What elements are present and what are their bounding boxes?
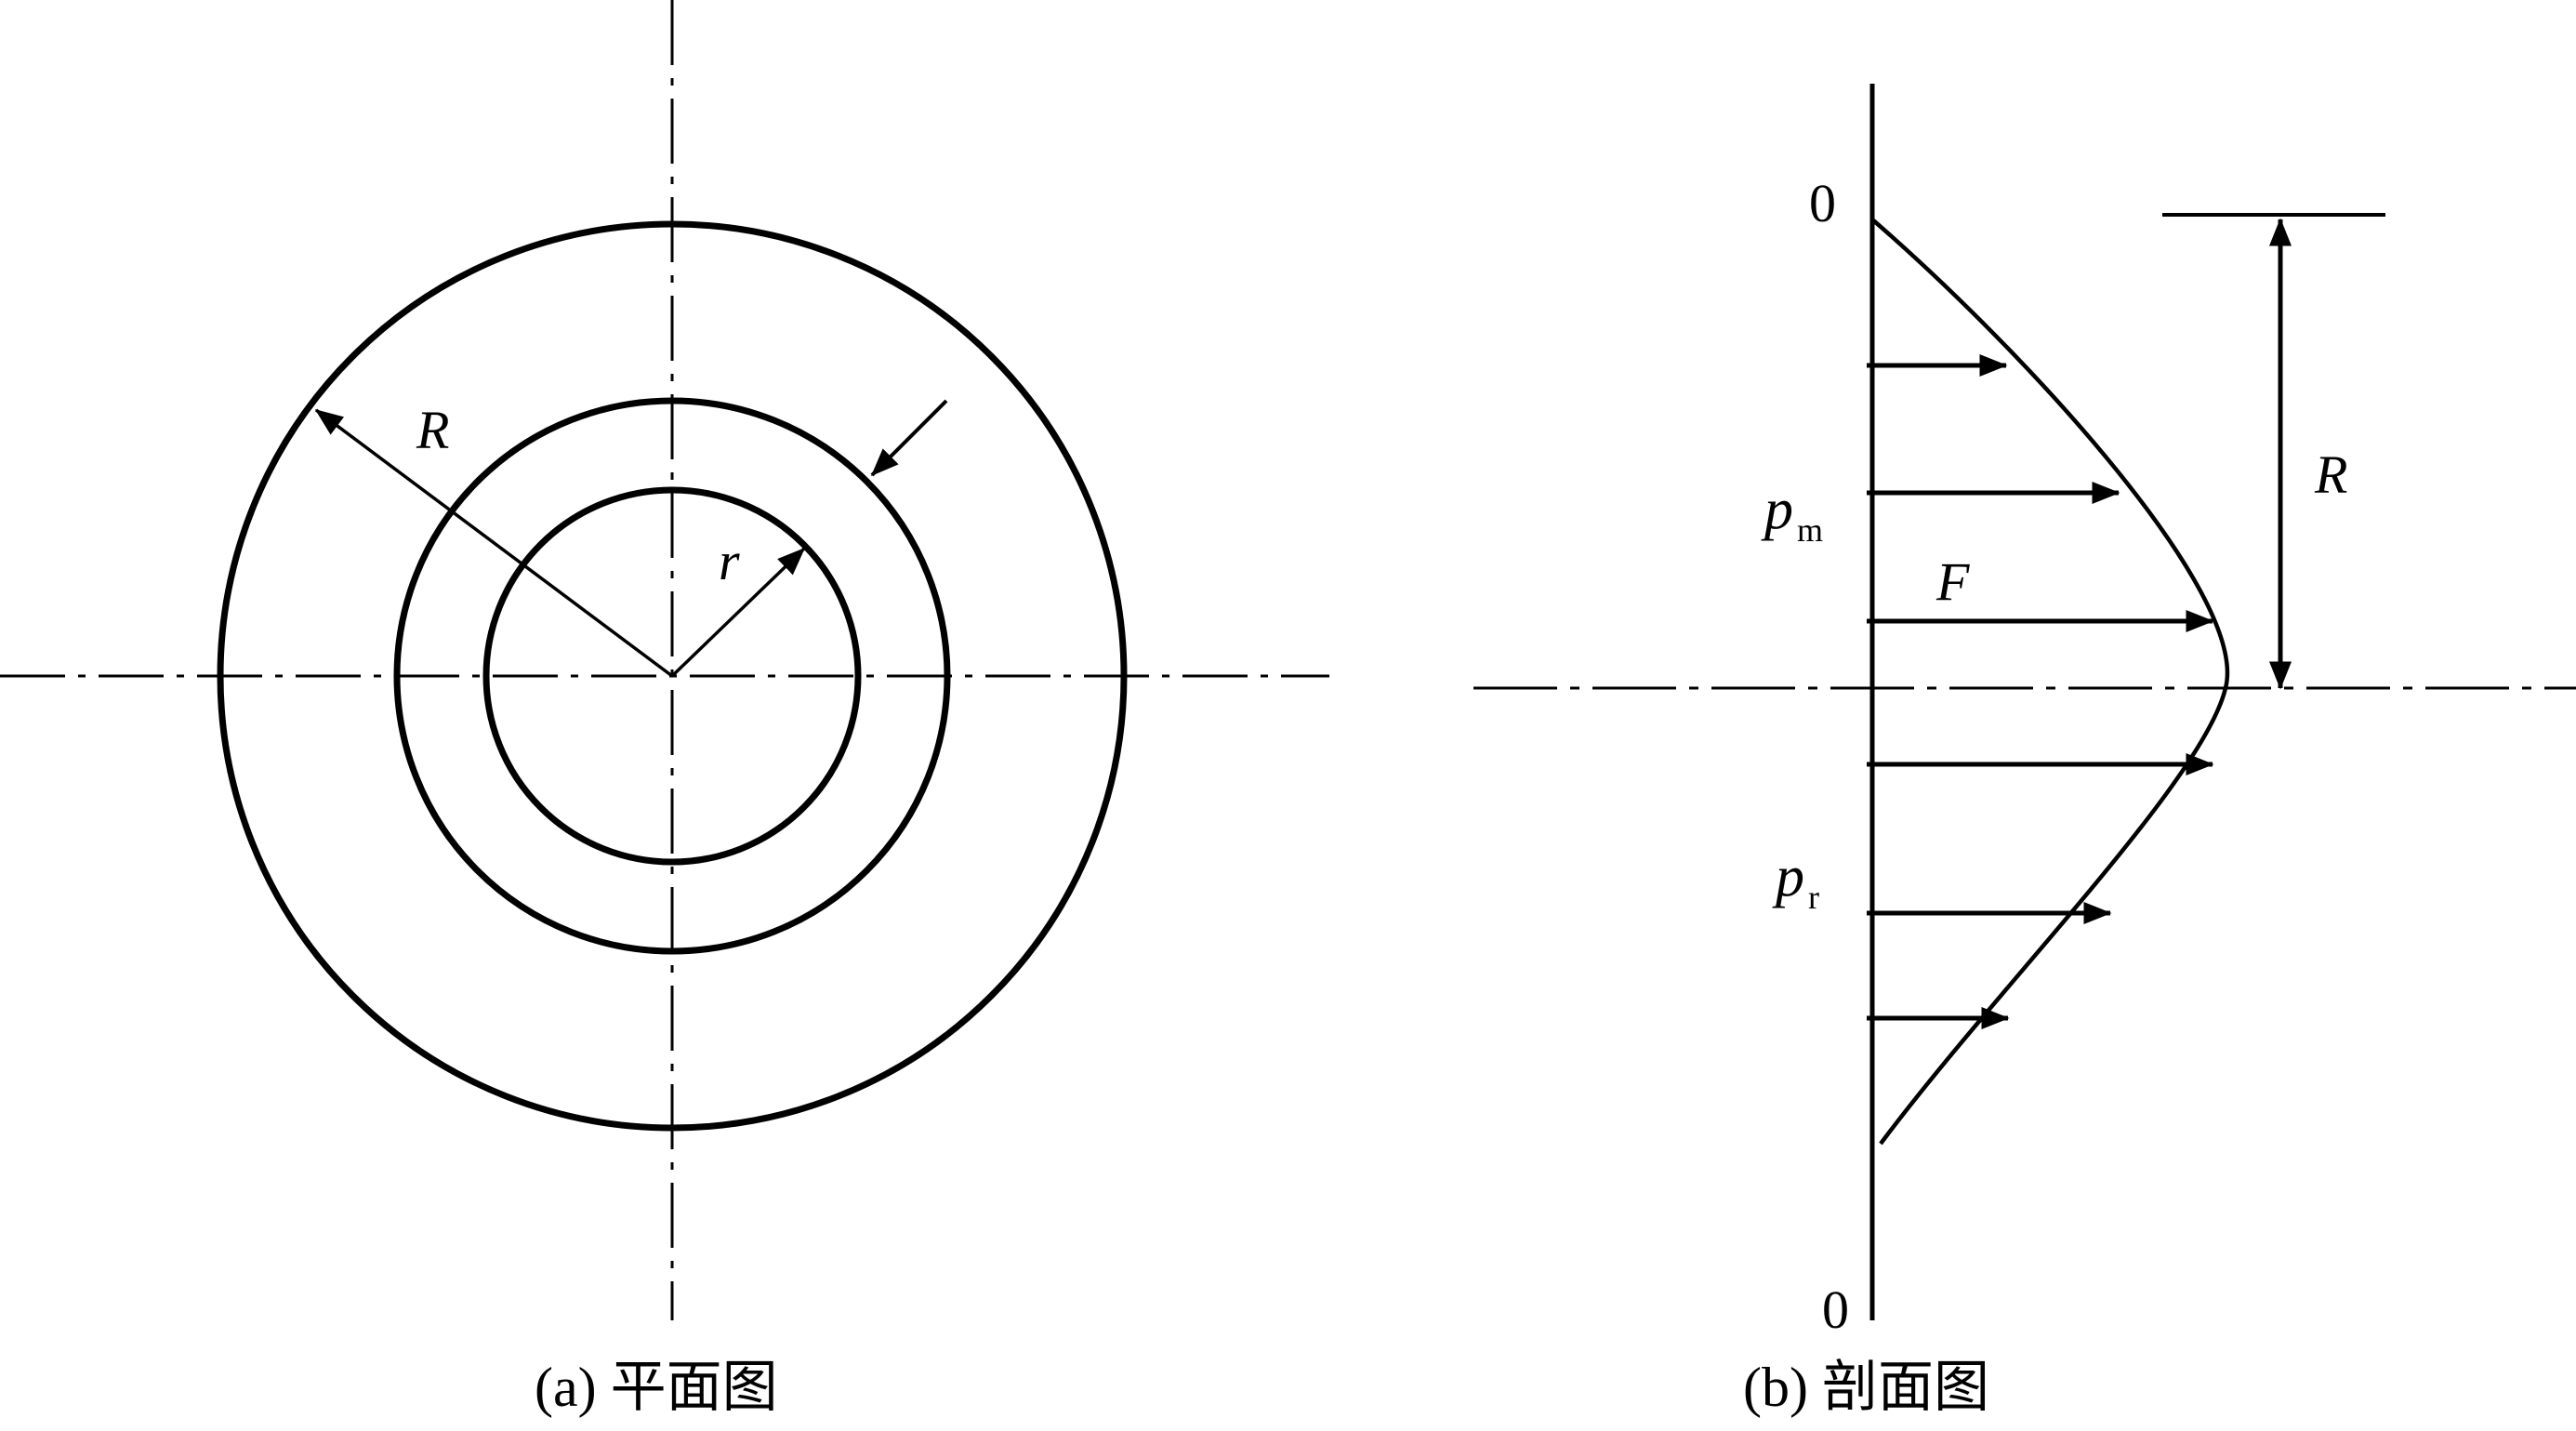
pm-label-base: p <box>1761 478 1793 541</box>
pressure-curve <box>1870 218 2230 1146</box>
inner-radius-arrow <box>670 547 806 678</box>
plan-view-caption: (a) 平面图 <box>535 1357 778 1418</box>
pr-label-base: p <box>1772 845 1804 908</box>
inner-radius-label: r <box>719 531 740 591</box>
pr-label-subscript: r <box>1808 879 1819 916</box>
middle-circle-pointer-arrow <box>870 399 948 477</box>
bottom-zero-label: 0 <box>1822 1279 1849 1340</box>
outer-radius-label: R <box>416 400 449 460</box>
section-view-caption: (b) 剖面图 <box>1743 1357 1989 1418</box>
top-zero-label: 0 <box>1809 173 1836 233</box>
plan-view: R r (a) 平面图 <box>0 0 1329 1418</box>
pm-label-subscript: m <box>1797 511 1823 549</box>
outer-circle <box>217 220 1128 1132</box>
outer-radius-arrow <box>314 408 674 678</box>
inner-circle <box>482 486 862 866</box>
middle-circle <box>393 397 951 955</box>
section-radius-label: R <box>2314 444 2347 505</box>
force-label: F <box>1935 551 1970 612</box>
